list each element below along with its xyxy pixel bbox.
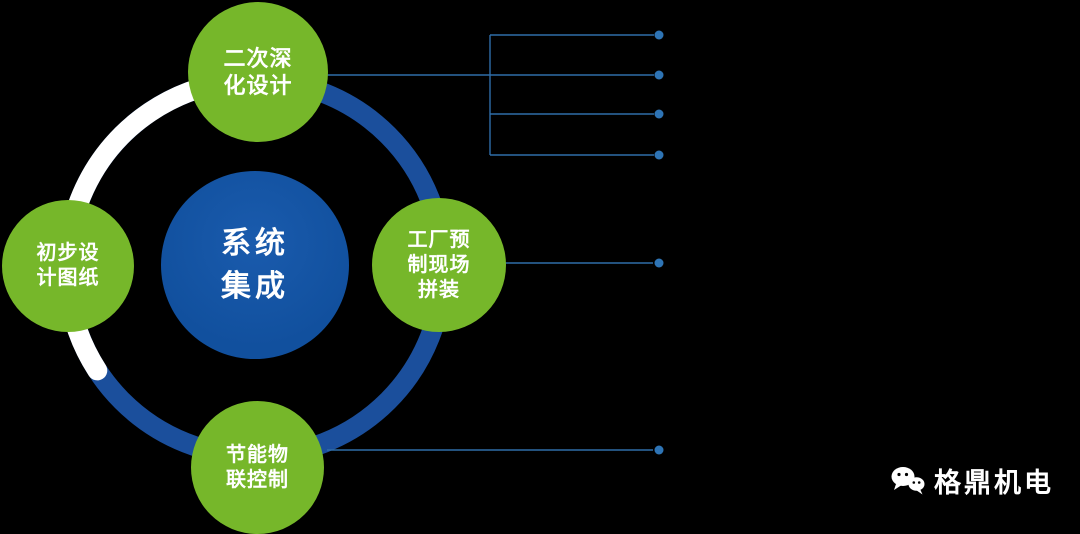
node-label-line: 工厂预 bbox=[407, 228, 471, 251]
callout-dot bbox=[654, 258, 664, 268]
node-label-line: 联控制 bbox=[226, 468, 289, 491]
wechat-icon bbox=[891, 466, 925, 494]
callout-dot bbox=[654, 30, 664, 40]
callout-dot bbox=[654, 109, 664, 119]
node-label-line: 制现场 bbox=[407, 253, 471, 276]
node-iot-control: 节能物 联控制 bbox=[191, 401, 324, 534]
callout-dot bbox=[654, 70, 664, 80]
node-label-line: 节能物 bbox=[226, 443, 289, 466]
node-label-line: 初步设 bbox=[36, 242, 100, 264]
callout-dot bbox=[654, 445, 664, 455]
brand-name: 格鼎机电 bbox=[934, 468, 1054, 498]
node-label-line: 二次深 bbox=[223, 45, 293, 71]
hub-label-line: 系统 bbox=[221, 226, 289, 260]
hub-system-integration: 系统 集成 bbox=[161, 171, 349, 359]
callout-dot bbox=[654, 150, 664, 160]
connector-lines bbox=[326, 34, 654, 451]
node-secondary-design: 二次深 化设计 bbox=[188, 2, 328, 142]
node-label-line: 计图纸 bbox=[36, 267, 100, 289]
node-label-line: 拼装 bbox=[418, 278, 460, 301]
hub-label-line: 集成 bbox=[221, 270, 289, 303]
node-label-line: 化设计 bbox=[223, 73, 293, 98]
node-prefab-assembly: 工厂预 制现场 拼装 bbox=[372, 198, 506, 332]
brand-watermark: 格鼎机电 bbox=[890, 461, 1054, 500]
node-preliminary-design: 初步设 计图纸 bbox=[2, 200, 134, 332]
